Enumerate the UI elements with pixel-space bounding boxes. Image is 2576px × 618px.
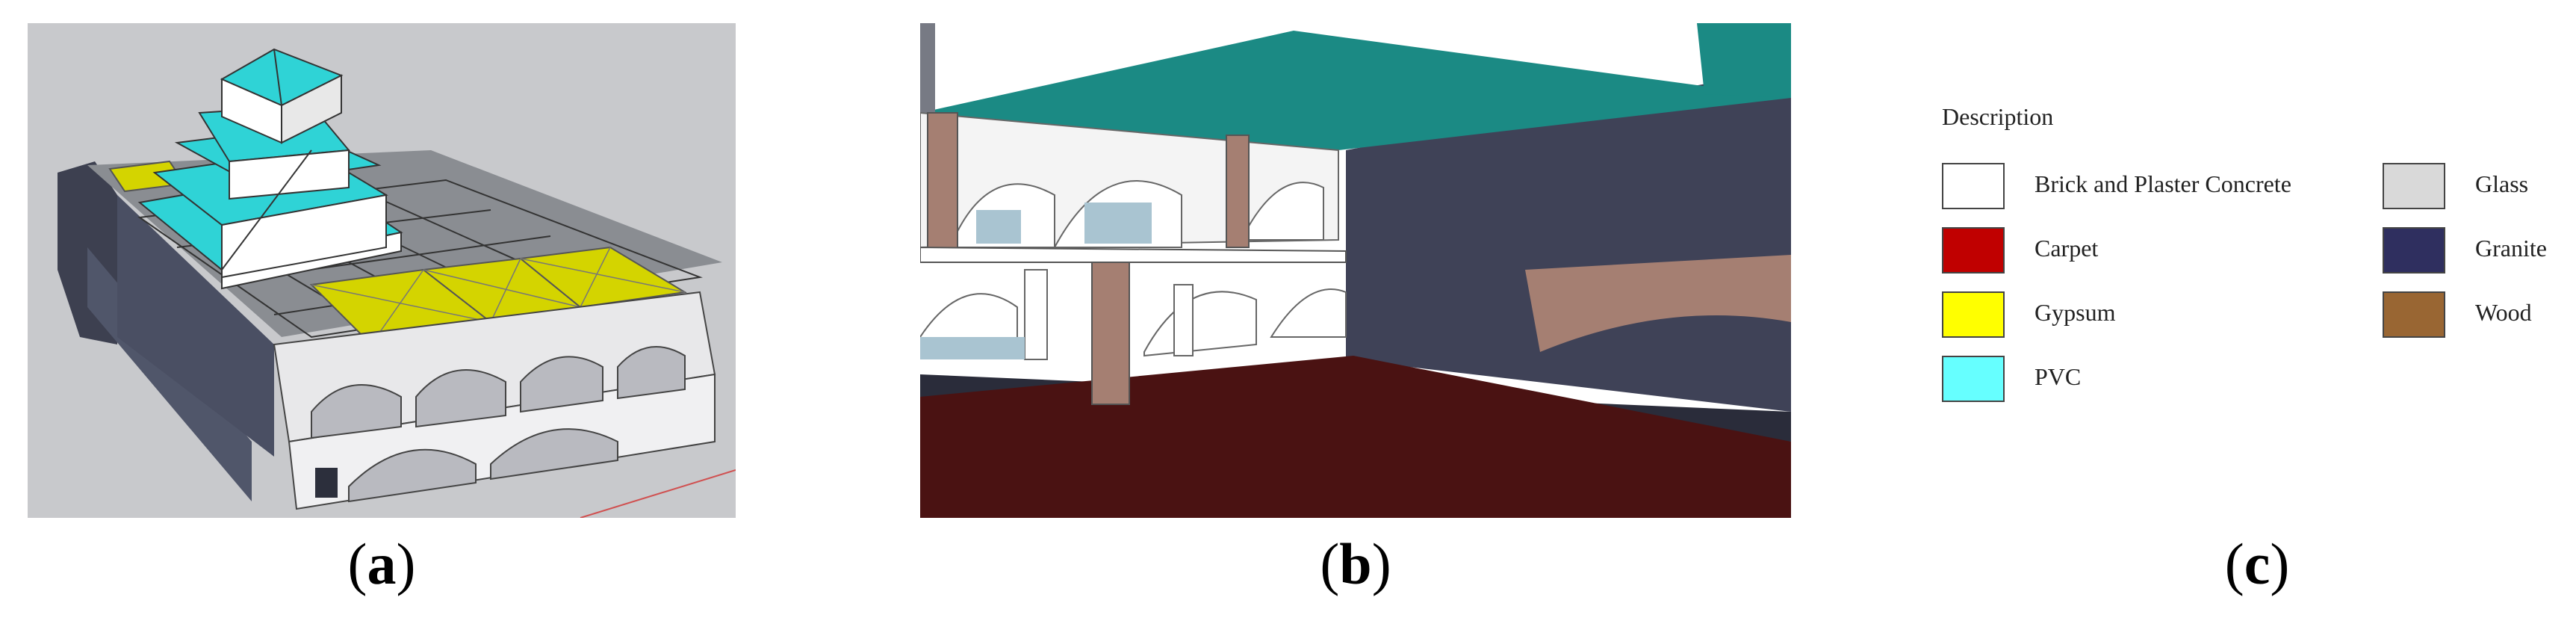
legend-swatch — [1942, 356, 2005, 402]
legend-swatch — [2383, 163, 2445, 209]
legend-item-wood: Wood — [2383, 291, 2554, 338]
panel-b-interior-view — [920, 23, 1791, 518]
legend-item-pvc: PVC — [1942, 356, 2360, 402]
legend-label: Gypsum — [2035, 299, 2116, 326]
caption-b: (b) — [1320, 531, 1391, 596]
legend-item-granite: Granite — [2383, 227, 2554, 274]
caption-c: (c) — [2224, 531, 2290, 596]
legend-label: Brick and Plaster Concrete — [2035, 170, 2291, 197]
legend-swatch — [2383, 227, 2445, 274]
legend-swatch — [2383, 291, 2445, 338]
material-legend: Description Brick and Plaster Concrete C… — [1942, 103, 2554, 432]
legend-label: Carpet — [2035, 235, 2099, 262]
legend-title: Description — [1942, 103, 2054, 130]
legend-label: PVC — [2035, 363, 2082, 390]
interior-illustration — [920, 23, 1791, 518]
legend-label: Granite — [2475, 235, 2547, 262]
legend-item-brick: Brick and Plaster Concrete — [1942, 163, 2360, 209]
legend-label: Wood — [2475, 299, 2532, 326]
legend-swatch — [1942, 227, 2005, 274]
legend-swatch — [1942, 163, 2005, 209]
legend-swatch — [1942, 291, 2005, 338]
caption-a: (a) — [347, 531, 416, 596]
legend-item-gypsum: Gypsum — [1942, 291, 2360, 338]
panel-a-3d-model — [28, 23, 736, 518]
building-model-illustration — [58, 48, 736, 518]
legend-item-carpet: Carpet — [1942, 227, 2360, 274]
legend-item-glass: Glass — [2383, 163, 2554, 209]
legend-label: Glass — [2475, 170, 2529, 197]
